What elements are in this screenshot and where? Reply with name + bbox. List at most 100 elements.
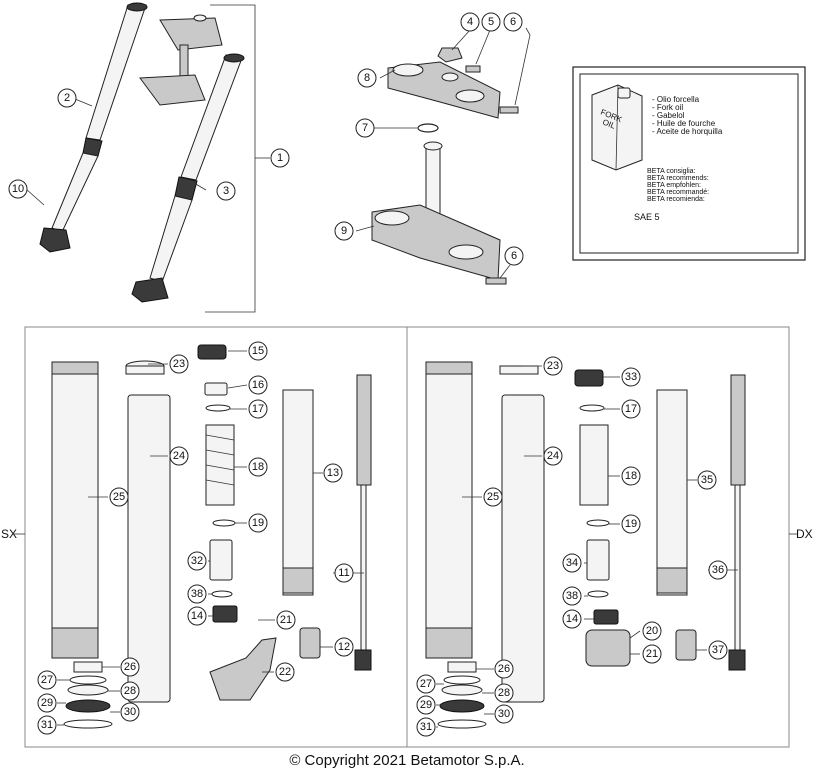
ring-38-left [211, 590, 233, 598]
svg-text:11: 11 [338, 567, 349, 579]
callout-left-25: 25 [109, 487, 129, 507]
callout-right-28: 28 [494, 683, 514, 703]
svg-text:38: 38 [191, 588, 203, 600]
callout-right-36: 36 [708, 560, 728, 580]
callout-left-13: 13 [323, 463, 343, 483]
svg-text:32: 32 [191, 555, 203, 567]
callout-left-26: 26 [120, 657, 140, 677]
spring-left [205, 424, 235, 506]
callout-left-17: 17 [248, 399, 268, 419]
side-label-right: DX [796, 527, 813, 541]
callout-left-19: 19 [248, 513, 268, 533]
svg-text:15: 15 [252, 345, 264, 357]
lower-triple-clamp [371, 141, 501, 281]
ring-19-right [586, 519, 610, 527]
callout-right-23: 23 [543, 356, 563, 376]
callout-right-27: 27 [416, 674, 436, 694]
svg-text:28: 28 [498, 687, 510, 699]
svg-text:27: 27 [41, 674, 53, 686]
clamp-bolt-side [499, 106, 519, 114]
callout-left-23: 23 [169, 354, 189, 374]
svg-text:30: 30 [124, 706, 136, 718]
callout-right-17: 17 [621, 399, 641, 419]
oil-name-2: - Gabelol [652, 111, 685, 120]
callout-right-35: 35 [697, 470, 717, 490]
callout-right-34: 34 [562, 553, 582, 573]
callout-9: 9 [334, 221, 354, 241]
ring-19-left [212, 519, 236, 527]
svg-text:5: 5 [488, 16, 494, 28]
ring-17-right [579, 404, 605, 412]
callout-right-24: 24 [543, 446, 563, 466]
svg-text:3: 3 [223, 185, 229, 197]
callout-3: 3 [216, 181, 236, 201]
clamp-bolt-upper [465, 65, 481, 73]
ring-17-left [205, 404, 231, 412]
svg-text:6: 6 [511, 250, 517, 262]
callout-left-14: 14 [187, 606, 207, 626]
oil-recommend-0: BETA consiglia: [647, 168, 696, 175]
right-leg-parts [425, 361, 746, 729]
callout-right-14: 14 [562, 609, 582, 629]
oil-recommend-2: BETA empfohlen: [647, 182, 701, 189]
left-leg-parts [51, 344, 372, 729]
callout-5: 5 [481, 12, 501, 32]
svg-text:29: 29 [41, 697, 53, 709]
svg-text:25: 25 [113, 491, 125, 503]
svg-text:30: 30 [498, 708, 510, 720]
copyright-notice: © Copyright 2021 Betamotor S.p.A. [289, 752, 525, 769]
fork-assembly-overview [25, 2, 531, 313]
upper-triple-clamp [387, 61, 501, 119]
o-ring [417, 123, 439, 133]
svg-text:22: 22 [279, 666, 291, 678]
callout-10: 10 [8, 179, 28, 199]
side-label-left: SX [1, 527, 17, 541]
callout-2: 2 [57, 88, 77, 108]
svg-text:21: 21 [646, 648, 658, 660]
callout-right-25: 25 [483, 487, 503, 507]
svg-text:10: 10 [12, 183, 24, 195]
svg-text:27: 27 [420, 678, 432, 690]
callout-right-26: 26 [494, 659, 514, 679]
svg-text:19: 19 [252, 517, 264, 529]
svg-text:6: 6 [510, 16, 516, 28]
fork-leg-right [131, 53, 245, 303]
callout-right-21: 21 [642, 644, 662, 664]
svg-text:17: 17 [252, 403, 264, 415]
svg-text:16: 16 [252, 379, 264, 391]
oil-name-3: - Huile de fourche [652, 119, 716, 128]
svg-text:38: 38 [566, 590, 578, 602]
svg-text:8: 8 [364, 72, 370, 84]
oil-recommend-3: BETA recommandé: [647, 189, 709, 196]
oil-name-0: - Olio forcella [652, 95, 700, 104]
callout-left-18: 18 [248, 457, 268, 477]
svg-text:23: 23 [173, 358, 185, 370]
svg-text:7: 7 [362, 122, 368, 134]
callout-4: 4 [460, 12, 480, 32]
oil-name-1: - Fork oil [652, 103, 683, 112]
callout-left-38: 38 [187, 584, 207, 604]
callout-left-24: 24 [169, 446, 189, 466]
callout-right-29: 29 [416, 695, 436, 715]
svg-text:9: 9 [341, 225, 347, 237]
svg-text:14: 14 [566, 613, 578, 625]
callout-6-lower: 6 [504, 246, 524, 266]
svg-text:21: 21 [280, 614, 292, 626]
clamp-bolt-lower [485, 277, 507, 285]
svg-text:34: 34 [566, 557, 578, 569]
callout-right-38: 38 [562, 586, 582, 606]
ring-31-left [63, 719, 113, 729]
callout-right-19: 19 [621, 514, 641, 534]
oil-name-4: - Aceite de horquilla [652, 127, 723, 136]
svg-text:12: 12 [338, 641, 350, 653]
svg-text:17: 17 [625, 403, 637, 415]
ring-27-right [443, 675, 481, 685]
svg-text:24: 24 [173, 450, 185, 462]
callout-right-33: 33 [621, 367, 641, 387]
callout-left-15: 15 [248, 341, 268, 361]
ring-31-right [437, 719, 487, 729]
callout-right-30: 30 [494, 704, 514, 724]
callout-right-20: 20 [642, 621, 662, 641]
fork-oil-box: FORK OIL - Olio forcella - Fork oil - Ga… [572, 66, 806, 261]
